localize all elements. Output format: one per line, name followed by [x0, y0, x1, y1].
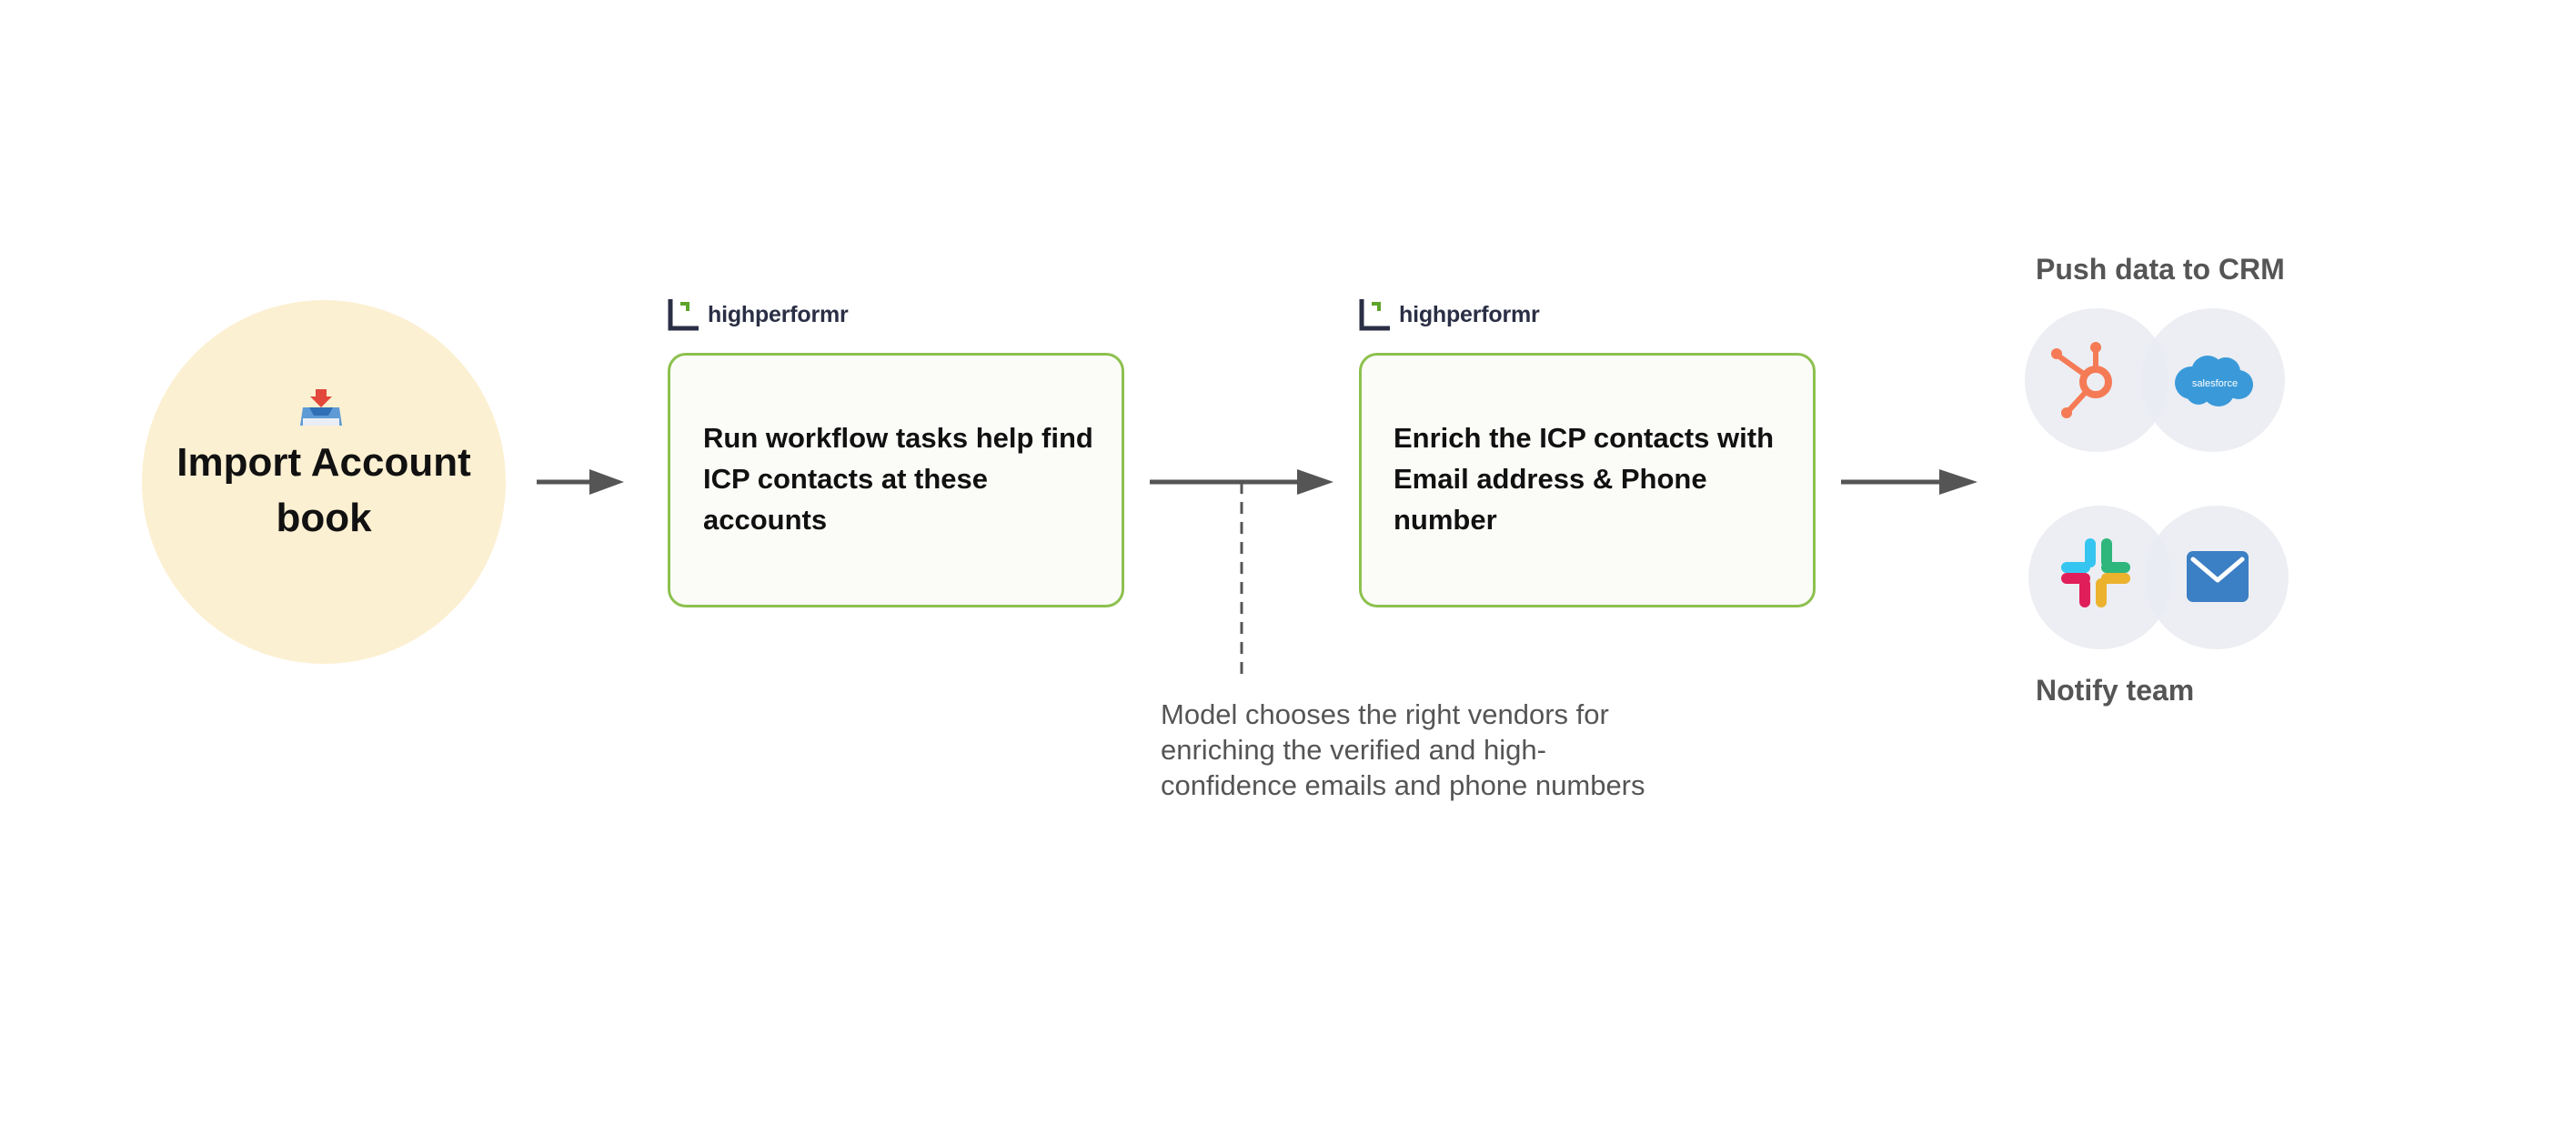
vendor-selection-note: Model chooses the right vendors for enri… — [1161, 698, 1645, 801]
crm-section-title: Push data to CRM — [2036, 253, 2285, 286]
inbox-tray-icon — [300, 389, 342, 426]
brand-header-step-2: highperformr — [1359, 296, 1540, 333]
step-box-find-contacts — [668, 353, 1124, 607]
note-connector-line — [1240, 482, 1243, 675]
salesforce-wordmark: salesforce — [2192, 378, 2238, 389]
brand-name: highperformr — [708, 301, 849, 327]
highperformr-logo-icon — [668, 299, 699, 331]
notify-section-title: Notify team — [2036, 674, 2195, 707]
slack-icon — [2061, 538, 2130, 607]
flow-arrow-1 — [537, 469, 624, 495]
brand-name: highperformr — [1399, 301, 1540, 327]
flow-arrow-3 — [1841, 469, 1977, 495]
step-text-find-contacts: Run workflow tasks help find ICP contact… — [703, 422, 1093, 536]
highperformr-logo-icon — [1359, 299, 1390, 331]
import-account-title: Import Account book — [176, 440, 471, 540]
import-account-circle — [142, 300, 506, 664]
step-text-enrich-contacts: Enrich the ICP contacts with Email addre… — [1394, 422, 1775, 536]
salesforce-icon: salesforce — [2175, 356, 2253, 406]
email-icon — [2187, 551, 2249, 602]
hubspot-icon — [2051, 342, 2112, 418]
flow-arrow-2 — [1150, 469, 1333, 495]
step-box-enrich-contacts — [1359, 353, 1816, 607]
brand-header-step-1: highperformr — [668, 296, 849, 333]
